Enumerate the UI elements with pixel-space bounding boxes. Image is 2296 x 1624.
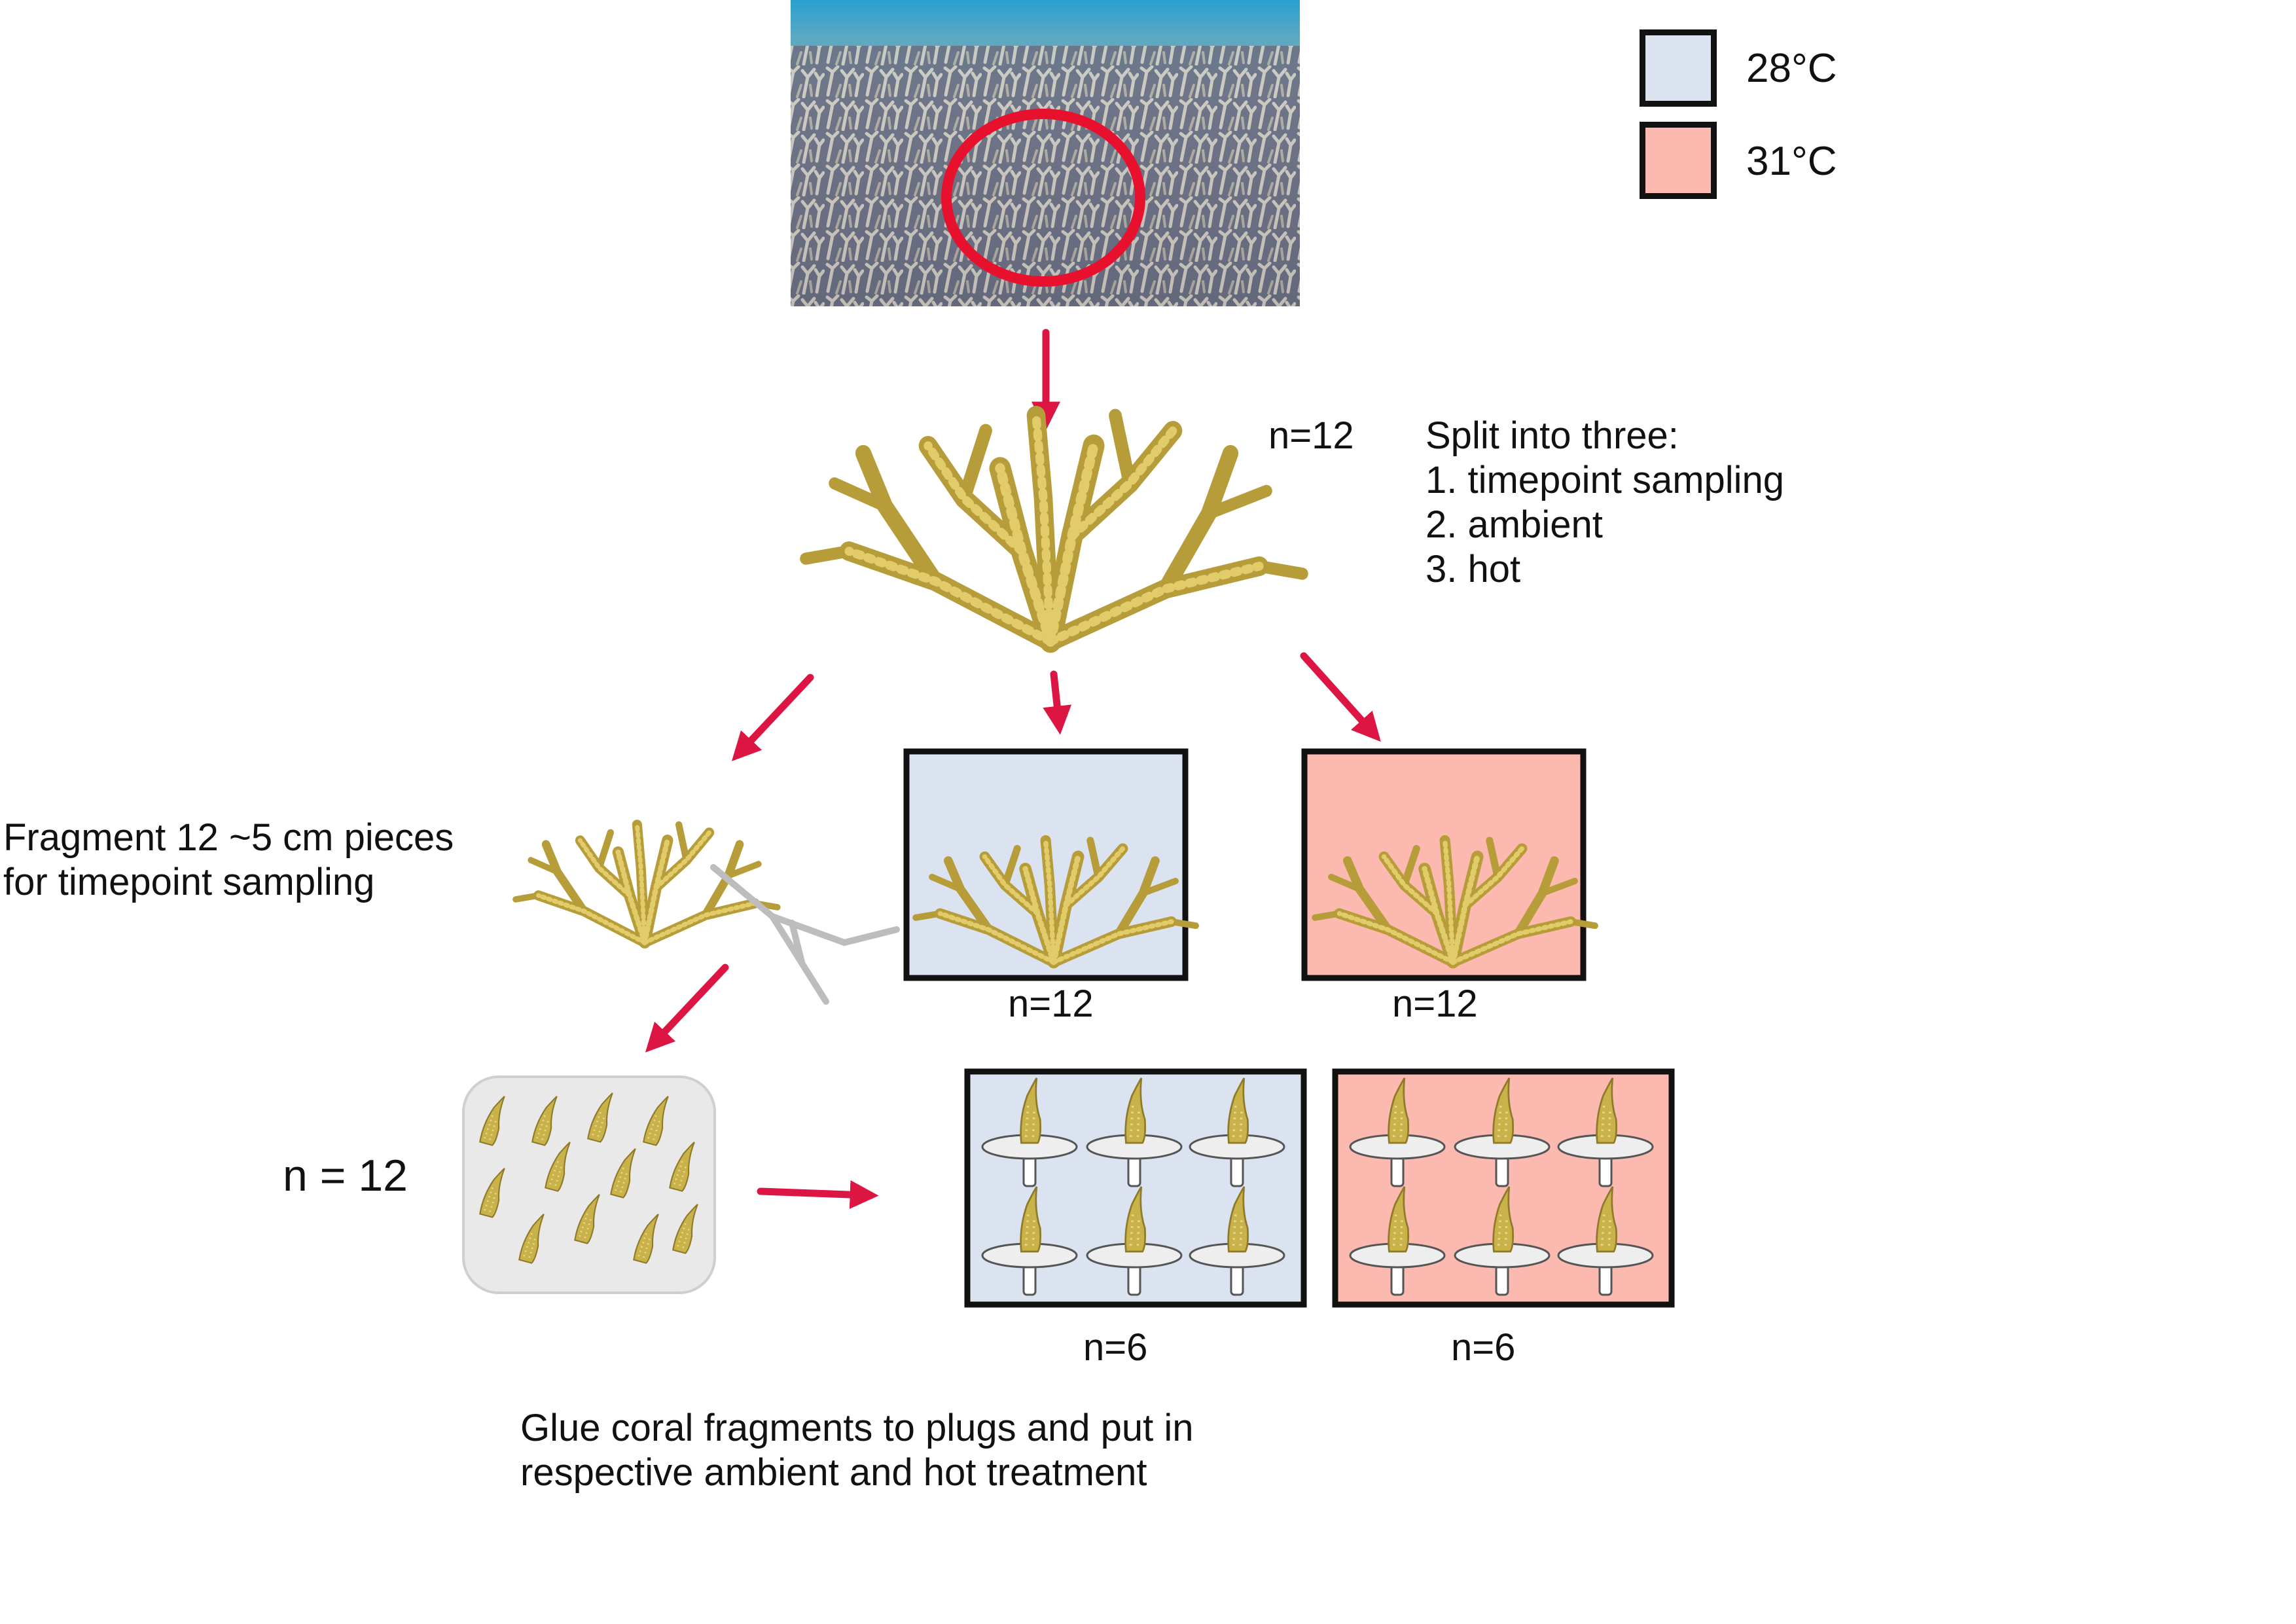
ambient-plugs-n-label: n=6 — [1083, 1326, 1148, 1369]
split-item-2: 2. ambient — [1426, 503, 1603, 546]
reef-photo — [791, 0, 1300, 306]
legend-label-hot: 31°C — [1746, 139, 1837, 184]
hot-tank-n-label: n=12 — [1392, 983, 1478, 1025]
split-description: Split into three: 1. timepoint sampling … — [1426, 414, 1784, 592]
arrow-fragments-to-plugs — [757, 1180, 879, 1210]
hot-plug-tank — [1332, 1068, 1675, 1308]
split-item-1: 1. timepoint sampling — [1426, 459, 1785, 501]
arrow-colony-to-ambient — [1043, 670, 1072, 735]
arrow-colony-to-timepoint — [731, 674, 814, 761]
ambient-plug-tank — [964, 1068, 1307, 1308]
fragment-line-1: Fragment 12 ~5 cm pieces — [3, 816, 454, 859]
split-item-3: 3. hot — [1426, 548, 1521, 590]
timepoint-coral-icon — [516, 825, 778, 943]
colony-n-label: n=12 — [1268, 414, 1354, 457]
glue-line-2: respective ambient and hot treatment — [520, 1451, 1147, 1494]
staghorn-coral-colony-icon — [806, 416, 1302, 641]
fragments-n-label: n = 12 — [283, 1151, 408, 1200]
fragment-line-2: for timepoint sampling — [3, 861, 375, 903]
highlight-circle — [941, 109, 1145, 287]
fragment-description: Fragment 12 ~5 cm pieces for timepoint s… — [3, 816, 454, 905]
ambient-tank — [903, 748, 1196, 981]
legend-label-ambient: 28°C — [1746, 46, 1837, 91]
arrow-timepoint-to-fragments — [645, 964, 729, 1053]
split-title: Split into three: — [1426, 414, 1679, 457]
hot-plugs-n-label: n=6 — [1451, 1326, 1516, 1369]
arrow-colony-to-hot — [1300, 652, 1381, 742]
legend-swatch-hot — [1640, 122, 1717, 199]
glue-description: Glue coral fragments to plugs and put in… — [520, 1406, 1193, 1495]
fragment-tray — [462, 1075, 716, 1294]
legend-swatch-ambient — [1640, 29, 1717, 107]
glue-line-1: Glue coral fragments to plugs and put in — [520, 1407, 1194, 1449]
bone-cutter-icon — [710, 864, 900, 1005]
ambient-tank-n-label: n=12 — [1008, 983, 1094, 1025]
hot-tank — [1301, 748, 1595, 981]
